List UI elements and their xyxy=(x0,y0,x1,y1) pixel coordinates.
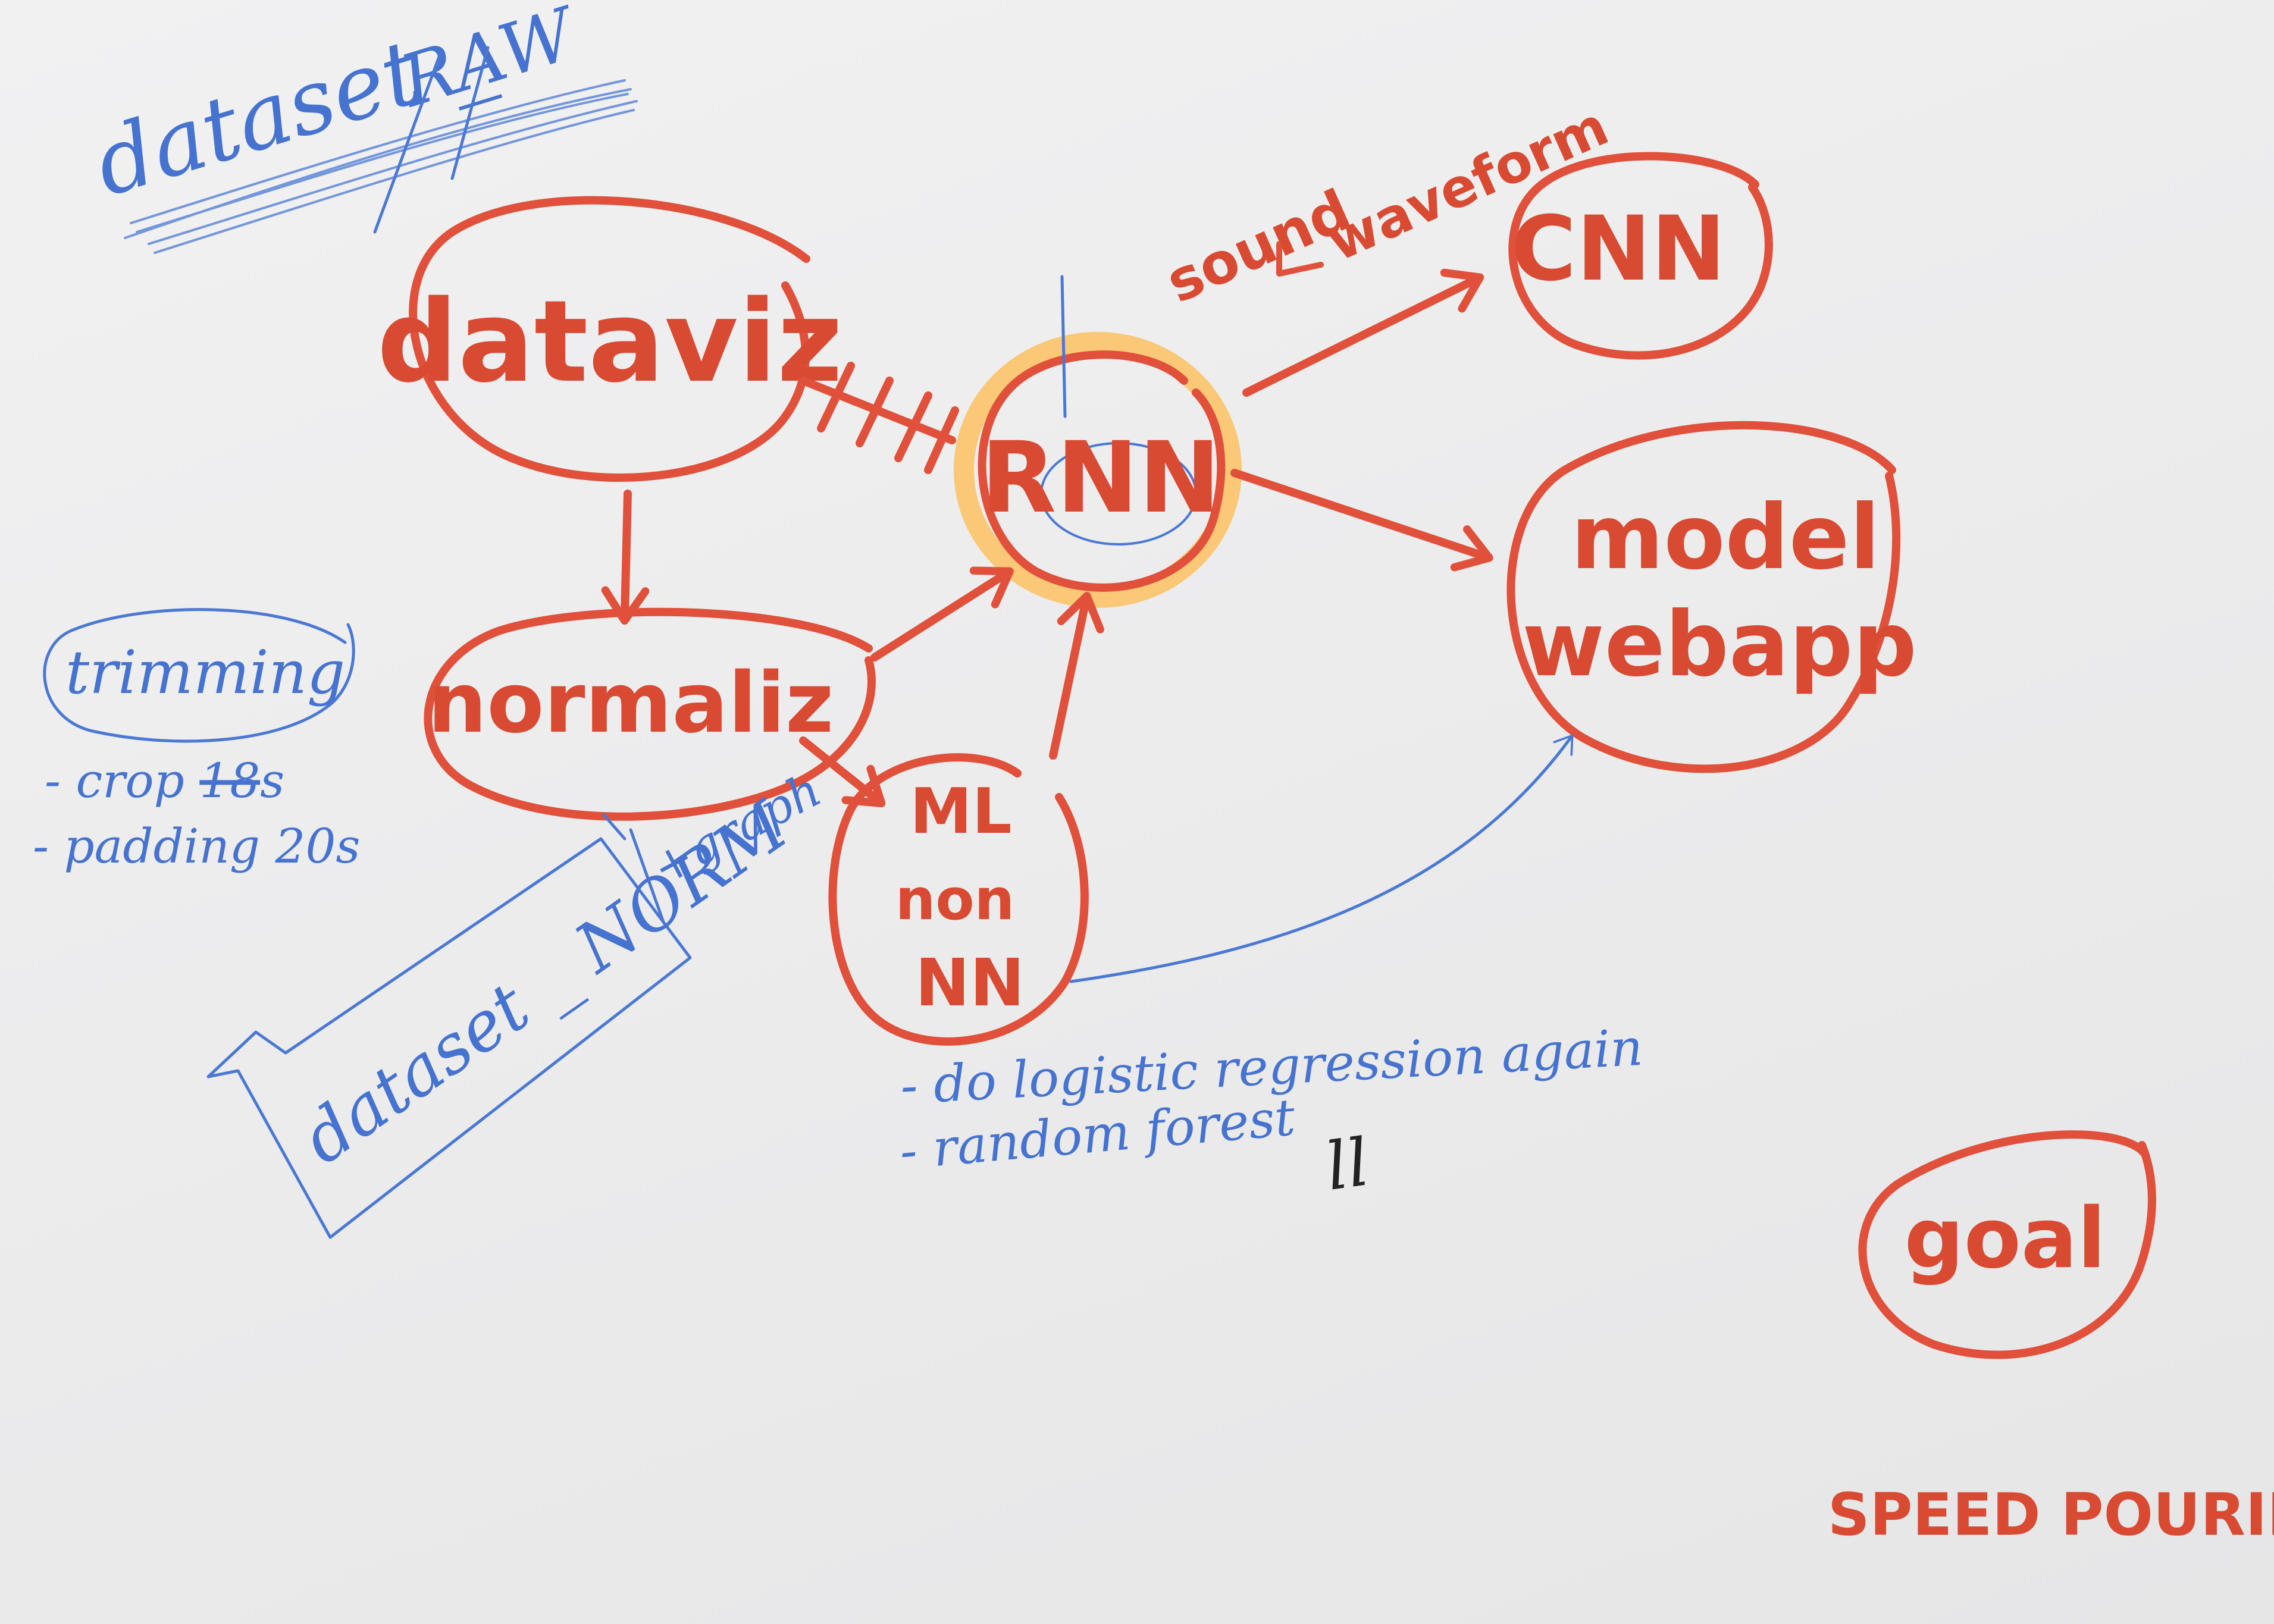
arrow-rnn-to-model xyxy=(1230,469,1493,572)
arrow-rnn-to-cnn xyxy=(1242,268,1484,397)
arrow-ml-to-rnn xyxy=(1049,592,1104,760)
folder-tab-lines xyxy=(602,813,665,924)
node-goal: goal xyxy=(1858,1130,2156,1359)
cnn-ellipse xyxy=(1508,152,1773,360)
ml-label-line2: non xyxy=(895,867,1015,933)
goal-label: goal xyxy=(1905,1190,2106,1287)
node-model-webapp: model webapp xyxy=(1506,421,1917,773)
ml-notes: - do logistic regression again - random … xyxy=(897,1018,1644,1205)
trimming-label: trimming xyxy=(65,638,345,707)
trimming-note: trimming - crop 18s - padding 20s xyxy=(33,608,360,874)
ml-ellipse xyxy=(828,753,1089,1046)
arrow-normalize-to-ml xyxy=(799,736,886,807)
signature: ll xyxy=(1321,1124,1374,1205)
trimming-ellipse xyxy=(43,608,355,743)
rnn-pencil-mark xyxy=(1060,275,1067,418)
node-rnn: RNN xyxy=(954,275,1242,608)
dataviz-label: dataviz xyxy=(377,276,843,407)
webapp-label: webapp xyxy=(1522,593,1917,697)
trim-item-crop: - crop 18s xyxy=(45,753,284,808)
arrow-dataviz-to-normalize xyxy=(601,490,650,625)
node-ml-non-nn: ML non NN xyxy=(828,753,1089,1046)
node-normalize: normaliz xyxy=(424,607,876,821)
speed-pouring-label: SPEED POURING xyxy=(1828,1481,2274,1549)
normalize-label: normaliz xyxy=(428,655,834,752)
folder-outline xyxy=(206,837,692,1239)
arrow-normalize-to-rnn xyxy=(870,566,1014,661)
arrow-ml-to-model xyxy=(1069,733,1574,983)
ml-label-line3: NN xyxy=(915,945,1025,1021)
cnn-label: CNN xyxy=(1511,197,1725,301)
trim-item-padding: - padding 20s xyxy=(33,819,360,874)
rnn-pencil-circle xyxy=(1040,442,1197,545)
model-webapp-ellipse xyxy=(1506,421,1901,773)
node-cnn: CNN xyxy=(1508,152,1773,360)
node-dataviz: dataviz xyxy=(377,196,843,482)
dataset-raw-strikethrough xyxy=(373,46,490,234)
sound-label: sound xyxy=(1157,177,1361,316)
dataset-raw-underline-hatch xyxy=(124,79,638,254)
sound-turn-arrow xyxy=(1276,241,1324,277)
goal-ellipse xyxy=(1858,1130,2156,1359)
normalize-ellipse xyxy=(424,607,876,821)
dataviz-ellipse xyxy=(409,196,810,482)
rnn-label: RNN xyxy=(981,421,1220,535)
rnn-ellipse xyxy=(978,350,1226,592)
dataset-raw-note: dataset _ RAW xyxy=(83,0,638,254)
dataviz-rnn-crossed-link xyxy=(799,362,959,474)
model-label: model xyxy=(1571,486,1880,590)
ml-label-line1: ML xyxy=(910,775,1011,848)
diagram-arrows xyxy=(601,268,1574,983)
